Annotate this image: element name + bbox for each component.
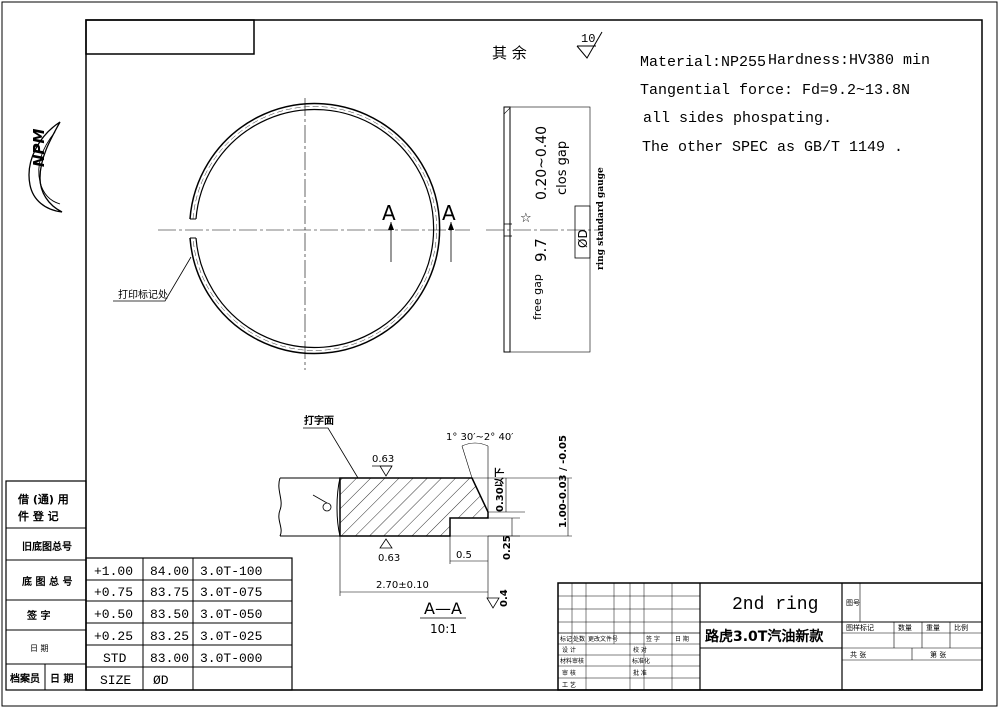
roughness-value: 10 bbox=[581, 32, 595, 46]
size-row: STD 83.00 3.0T-000 bbox=[103, 651, 262, 666]
logo-text: NPM bbox=[30, 128, 48, 167]
dim-height: 1.00-0.03 / -0.05 bbox=[558, 435, 569, 528]
sign-check: 校 对 bbox=[633, 646, 647, 654]
date2-label: 日 期 bbox=[50, 672, 73, 685]
sheet-total: 共 张 bbox=[850, 650, 866, 659]
sign-design: 设 计 bbox=[562, 646, 576, 654]
svg-text:83.75: 83.75 bbox=[150, 585, 189, 600]
signature-label: 签 字 bbox=[26, 609, 50, 622]
stage-label: 图样标记 bbox=[846, 623, 874, 632]
dim-04: 0.4 bbox=[499, 589, 510, 607]
inner-frame bbox=[85, 19, 983, 691]
sign-material: 材料审核 bbox=[560, 657, 584, 665]
spec-phosphating: all sides phospating. bbox=[643, 110, 832, 127]
dim-030: 0.30以下 bbox=[494, 467, 506, 512]
size-row: +0.75 83.75 3.0T-075 bbox=[94, 585, 262, 600]
svg-text:83.00: 83.00 bbox=[150, 651, 189, 666]
svg-text:3.0T-025: 3.0T-025 bbox=[200, 629, 262, 644]
sign-approve: 批 准 bbox=[633, 669, 647, 677]
dim-05: 0.5 bbox=[456, 550, 472, 561]
register-label: 件 登 记 bbox=[18, 509, 59, 523]
section-mark-right: A bbox=[442, 201, 456, 225]
size-row: +1.00 84.00 3.0T-100 bbox=[94, 564, 262, 579]
ring-front-view: A A 打印标记处 bbox=[113, 98, 470, 370]
sign-review: 审 核 bbox=[562, 669, 576, 677]
roughness-other-label: 其 余 bbox=[492, 44, 527, 62]
old-drawing-label: 旧底图总号 bbox=[22, 540, 72, 553]
scale-label: 比例 bbox=[954, 623, 968, 632]
star-mark: ☆ bbox=[520, 211, 532, 226]
svg-text:+0.50: +0.50 bbox=[94, 607, 133, 622]
size-footer-label: SIZE bbox=[100, 673, 131, 688]
svg-text:+0.25: +0.25 bbox=[94, 629, 133, 644]
title-block: 图号 图样标记 数量 重量 比例 共 张 第 张 2nd ring 路虎3.0T… bbox=[557, 582, 983, 691]
svg-text:3.0T-050: 3.0T-050 bbox=[200, 607, 262, 622]
size-row: +0.25 83.25 3.0T-025 bbox=[94, 629, 262, 644]
section-scale: 10:1 bbox=[430, 622, 457, 636]
sign-standard: 标准化 bbox=[632, 657, 650, 665]
part-name: 2nd ring bbox=[732, 595, 818, 615]
dim-width: 2.70±0.10 bbox=[376, 580, 429, 591]
svg-text:3.0T-100: 3.0T-100 bbox=[200, 564, 262, 579]
svg-text:83.50: 83.50 bbox=[150, 607, 189, 622]
spec-material: Material:NP255 bbox=[640, 54, 766, 71]
roughness-symbol-icon bbox=[576, 31, 603, 59]
svg-text:3.0T-075: 3.0T-075 bbox=[200, 585, 262, 600]
marking-face-label: 打字面 bbox=[304, 414, 334, 427]
svg-text:STD: STD bbox=[103, 651, 127, 666]
close-gap-value: 0.20~0.40 bbox=[534, 126, 550, 200]
svg-text:83.25: 83.25 bbox=[150, 629, 189, 644]
svg-text:3.0T-000: 3.0T-000 bbox=[200, 651, 262, 666]
marking-position-label: 打印标记处 bbox=[118, 288, 168, 301]
size-row: +0.50 83.50 3.0T-050 bbox=[94, 607, 262, 622]
date-label: 日 期 bbox=[30, 644, 49, 653]
mass-label: 重量 bbox=[926, 624, 940, 632]
weight-label: 数量 bbox=[898, 623, 912, 632]
angle-dimension: 1° 30′~2° 40′ bbox=[446, 432, 514, 443]
dim-025: 0.25 bbox=[502, 535, 513, 560]
top-left-box bbox=[85, 19, 255, 55]
svg-text:84.00: 84.00 bbox=[150, 564, 189, 579]
svg-text:+1.00: +1.00 bbox=[94, 564, 133, 579]
free-gap-label: free gap bbox=[531, 274, 544, 320]
size-table: +1.00 84.00 3.0T-100 +0.75 83.75 3.0T-07… bbox=[85, 557, 293, 691]
svg-text:+0.75: +0.75 bbox=[94, 585, 133, 600]
roughness-bottom-value: 0.63 bbox=[378, 553, 400, 564]
base-drawing-label: 底 图 总 号 bbox=[22, 575, 72, 588]
borrow-label: 借 (通) 用 bbox=[17, 492, 69, 506]
size-footer-dia: ØD bbox=[153, 673, 169, 688]
section-view: 打字面 0.63 0.63 1° 30′~2° 40′ 0.30以下 1.00-… bbox=[278, 414, 572, 636]
rev-header-doc: 更改文件号 bbox=[588, 635, 618, 643]
ring-side-view: ☆ 0.20~0.40 clos gap free gap 9.7 ØD rin… bbox=[486, 106, 606, 353]
sheet-no: 第 张 bbox=[930, 650, 946, 659]
rev-header-sign: 签 字 bbox=[646, 635, 660, 643]
close-gap-label: clos gap bbox=[555, 141, 570, 195]
archivist-label: 档案员 bbox=[9, 672, 40, 685]
product-name: 路虎3.0T汽油新款 bbox=[705, 628, 824, 645]
left-record-panel: 借 (通) 用 件 登 记 旧底图总号 底 图 总 号 签 字 日 期 档案员 … bbox=[5, 480, 87, 691]
sign-process: 工 艺 bbox=[562, 681, 576, 689]
diameter-label: ØD bbox=[576, 229, 590, 248]
spec-other: The other SPEC as GB/T 1149 . bbox=[642, 139, 903, 156]
spec-hardness: Hardness:HV380 min bbox=[768, 52, 930, 69]
rev-header-mark: 标记 bbox=[560, 635, 572, 643]
gauge-label: ring standard gauge bbox=[596, 167, 606, 270]
npm-logo: NPM bbox=[28, 121, 63, 213]
drawing-no-label: 图号 bbox=[846, 599, 860, 607]
roughness-top-value: 0.63 bbox=[372, 454, 394, 465]
section-mark-left: A bbox=[382, 201, 396, 225]
free-gap-value: 9.7 bbox=[532, 238, 550, 262]
rev-header-count: 处数 bbox=[573, 635, 585, 643]
rev-header-date: 日 期 bbox=[675, 635, 689, 643]
section-title: A—A bbox=[424, 599, 462, 618]
spec-force: Tangential force: Fd=9.2~13.8N bbox=[640, 82, 910, 99]
